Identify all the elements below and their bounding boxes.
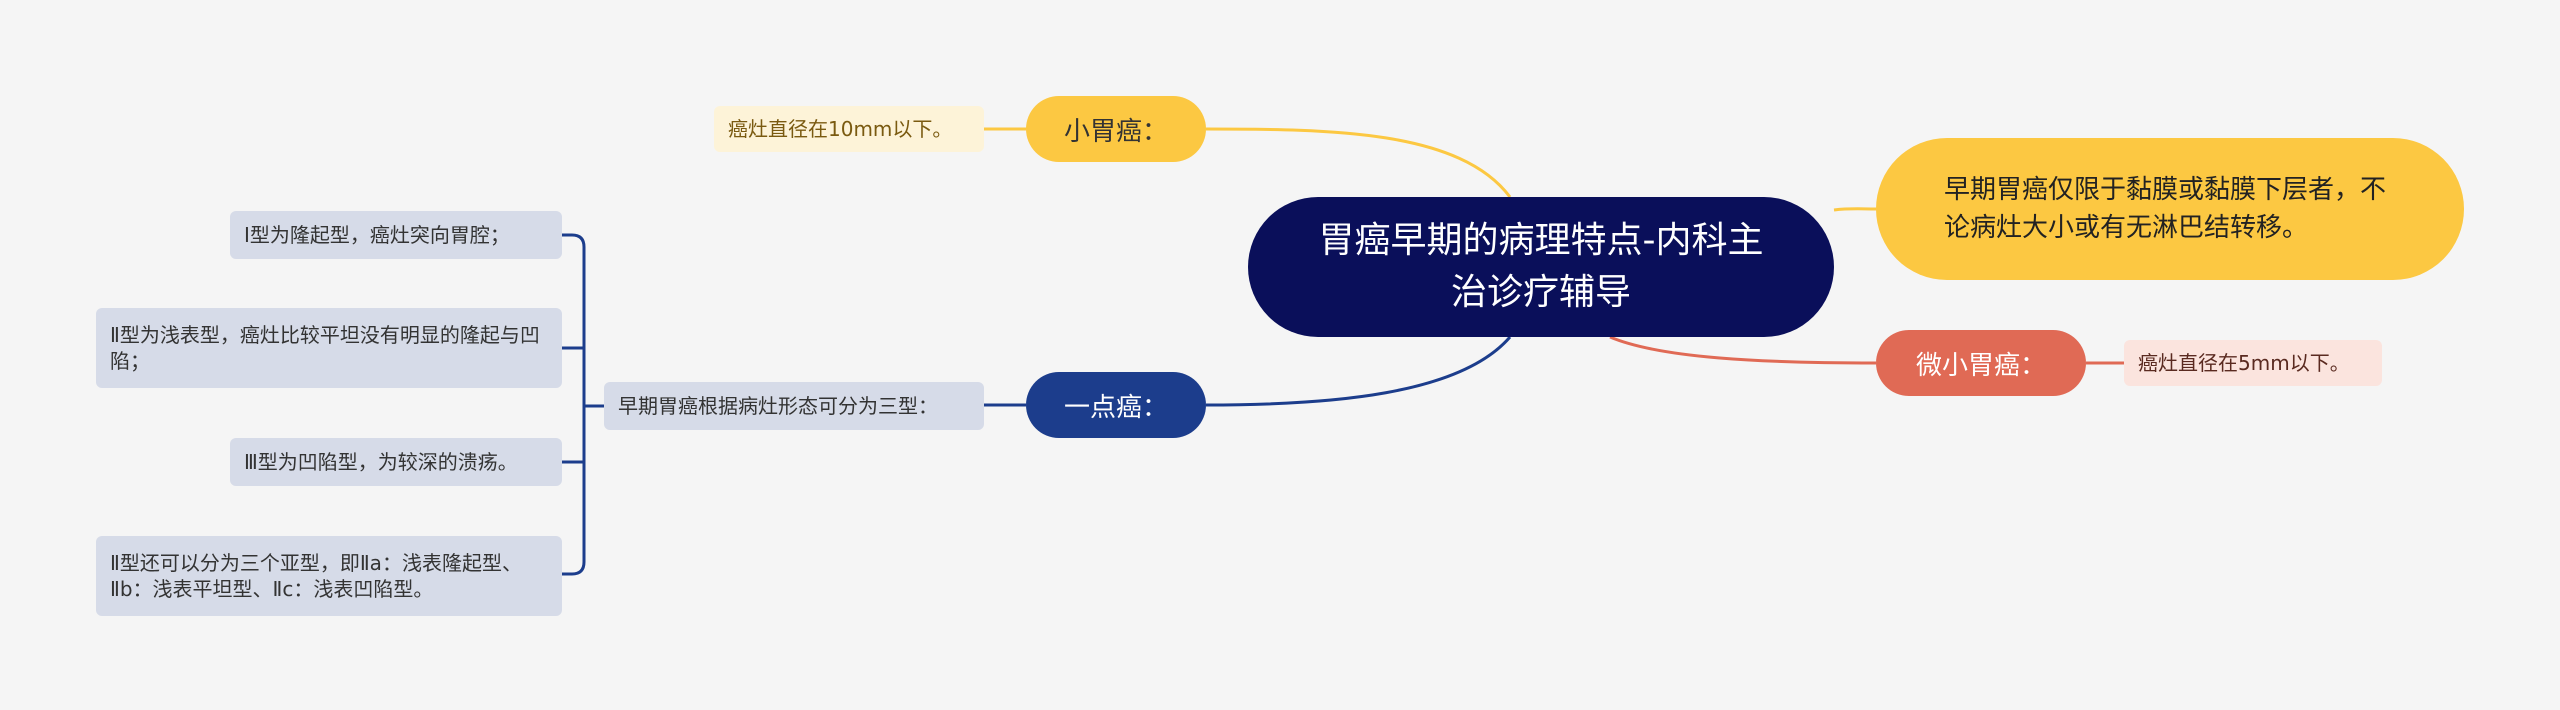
type-item[interactable]: Ⅰ型为隆起型，癌灶突向胃腔； bbox=[230, 211, 562, 259]
leaf-one-detail-text: 早期胃癌根据病灶形态可分为三型： bbox=[618, 394, 938, 418]
leaf-one-detail[interactable]: 早期胃癌根据病灶形态可分为三型： bbox=[604, 382, 984, 430]
type-item-text: Ⅱ型还可以分为三个亚型，即Ⅱa：浅表隆起型、Ⅱb：浅表平坦型、Ⅱc：浅表凹陷型。 bbox=[110, 551, 522, 601]
branch-micro-gastric-cancer[interactable]: 微小胃癌： bbox=[1876, 330, 2086, 396]
branch-one-label: 一点癌： bbox=[1063, 392, 1168, 423]
type-item-text: Ⅲ型为凹陷型，为较深的溃疡。 bbox=[244, 450, 518, 474]
types-bracket bbox=[562, 233, 586, 576]
branch-small-gastric-cancer[interactable]: 小胃癌： bbox=[1026, 96, 1206, 162]
edge-root-small bbox=[1205, 127, 1512, 198]
leaf-micro-detail[interactable]: 癌灶直径在5mm以下。 bbox=[2124, 340, 2382, 386]
edge-root-one bbox=[1205, 336, 1512, 407]
branch-micro-label: 微小胃癌： bbox=[1915, 350, 2046, 381]
edge-root-micro bbox=[1609, 335, 1877, 365]
branch-definition[interactable]: 早期胃癌仅限于黏膜或黏膜下层者，不论病灶大小或有无淋巴结转移。 bbox=[1876, 138, 2464, 280]
type-item[interactable]: Ⅱ型为浅表型，癌灶比较平坦没有明显的隆起与凹陷； bbox=[96, 308, 562, 388]
leaf-micro-detail-text: 癌灶直径在5mm以下。 bbox=[2138, 351, 2350, 375]
leaf-small-detail-text: 癌灶直径在10mm以下。 bbox=[728, 117, 953, 141]
edge-root-definition bbox=[1833, 207, 1877, 212]
root-topic-label: 胃癌早期的病理特点-内科主治诊疗辅导 bbox=[1318, 220, 1764, 313]
type-item-text: Ⅰ型为隆起型，癌灶突向胃腔； bbox=[244, 223, 510, 247]
root-topic[interactable]: 胃癌早期的病理特点-内科主治诊疗辅导 bbox=[1248, 197, 1834, 337]
branch-definition-text: 早期胃癌仅限于黏膜或黏膜下层者，不论病灶大小或有无淋巴结转移。 bbox=[1944, 175, 2387, 243]
branch-small-label: 小胃癌： bbox=[1063, 116, 1168, 147]
leaf-small-detail[interactable]: 癌灶直径在10mm以下。 bbox=[714, 106, 984, 152]
type-item[interactable]: Ⅲ型为凹陷型，为较深的溃疡。 bbox=[230, 438, 562, 486]
type-item[interactable]: Ⅱ型还可以分为三个亚型，即Ⅱa：浅表隆起型、Ⅱb：浅表平坦型、Ⅱc：浅表凹陷型。 bbox=[96, 536, 562, 616]
type-item-text: Ⅱ型为浅表型，癌灶比较平坦没有明显的隆起与凹陷； bbox=[110, 323, 540, 373]
branch-one-point-cancer[interactable]: 一点癌： bbox=[1026, 372, 1206, 438]
